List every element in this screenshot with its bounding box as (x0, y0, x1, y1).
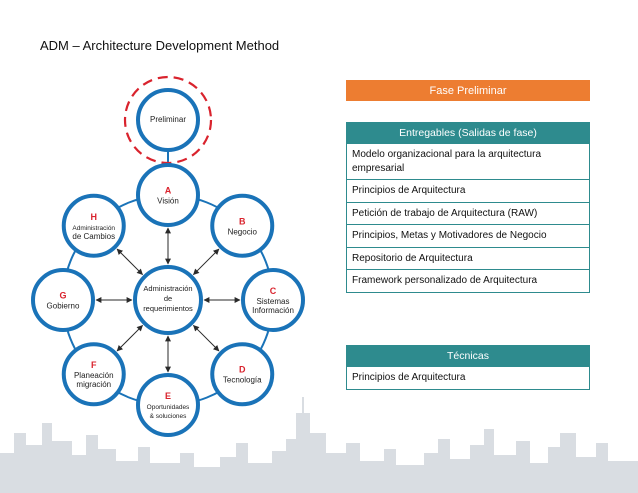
phase-letter-a: A (165, 186, 172, 196)
techniques-title: Técnicas (446, 349, 489, 362)
deliverable-row: Principios de Arquitectura (347, 179, 589, 202)
phase-letter-f: F (91, 360, 97, 370)
node-preliminar[interactable]: Preliminar (136, 88, 200, 152)
phase-label-f-line-1: Planeación (74, 371, 114, 380)
deliverable-row: Repositorio de Arquitectura (347, 246, 589, 270)
spoke-arrow-b (193, 248, 220, 275)
deliverable-row: Modelo organizacional para la arquitectu… (352, 149, 542, 174)
deliverables-title: Entregables (Salidas de fase) (399, 126, 537, 139)
node-center-requirements[interactable]: Administración de requerimientos (133, 265, 203, 335)
phase-label-e-line-1: Oportunidades (147, 404, 190, 411)
phase-label-f-line-2: migración (76, 380, 111, 389)
phase-letter-h: H (91, 212, 98, 222)
center-label-line-1: Administración (143, 284, 192, 293)
technique-row: Principios de Arquitectura (352, 372, 466, 383)
phase-panel-title: Fase Preliminar (429, 84, 507, 97)
techniques-table: Principios de Arquitectura (346, 366, 590, 390)
phase-label-b-line-1: Negocio (228, 227, 258, 236)
phase-label-h-line-2: de Cambios (72, 232, 115, 241)
phase-label-g-line-1: Gobierno (47, 302, 80, 311)
phase-panel-header: Fase Preliminar (346, 80, 590, 101)
deliverable-row: Principios, Metas y Motivadores de Negoc… (347, 224, 589, 247)
page-title: ADM – Architecture Development Method (40, 38, 280, 53)
techniques-header: Técnicas (346, 345, 590, 366)
spoke-arrow-h (116, 248, 143, 275)
spoke-arrow-d (193, 325, 220, 352)
phase-label-e-line-2: & soluciones (150, 413, 188, 420)
preliminar-label: Preliminar (150, 115, 186, 124)
phase-letter-b: B (239, 216, 246, 226)
deliverable-row: Framework personalizado de Arquitectura (347, 269, 589, 292)
phase-letter-c: C (270, 286, 277, 296)
phase-letter-g: G (59, 291, 66, 301)
phase-node-e-oportunidades[interactable]: E Oportunidades & soluciones (136, 373, 200, 437)
spoke-arrow-f (116, 325, 143, 352)
phase-label-a-line-1: Visión (157, 197, 179, 206)
center-label-line-3: requerimientos (143, 304, 193, 313)
deliverables-table: Modelo organizacional para la arquitectu… (346, 143, 590, 293)
deliverable-row: Petición de trabajo de Arquitectura (RAW… (347, 201, 589, 225)
phase-label-c-line-2: Información (252, 306, 294, 315)
phase-label-h-line-1: Administración (72, 225, 115, 232)
deliverables-header: Entregables (Salidas de fase) (346, 122, 590, 143)
phase-label-d-line-1: Tecnología (223, 376, 262, 385)
city-skyline-decoration (0, 397, 638, 493)
phase-letter-e: E (165, 391, 171, 401)
phase-label-c-line-1: Sistemas (257, 297, 290, 306)
center-label-line-2: de (164, 294, 172, 303)
phase-letter-d: D (239, 365, 246, 375)
